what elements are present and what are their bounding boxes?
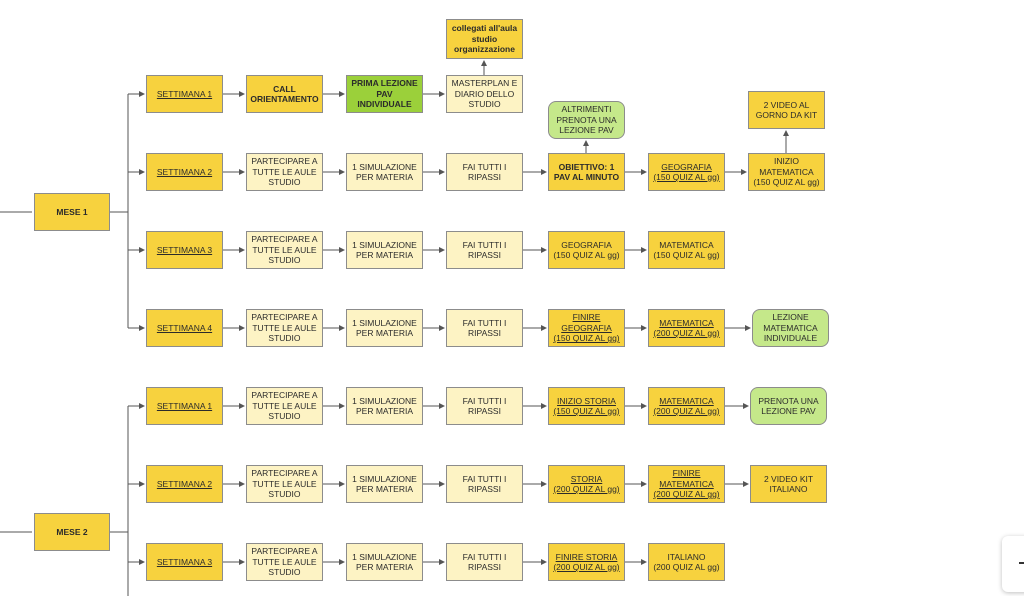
- m1-w3-simulazione[interactable]: 1 SIMULAZIONE PER MATERIA: [346, 231, 423, 269]
- m2-w2-storia[interactable]: STORIA (200 QUIZ AL gg): [548, 465, 625, 503]
- m2-w1-matematica[interactable]: MATEMATICA (200 QUIZ AL gg): [648, 387, 725, 425]
- m2-w1-prenota-lezione[interactable]: PRENOTA UNA LEZIONE PAV: [750, 387, 827, 425]
- m1-w1-masterplan[interactable]: MASTERPLAN E DIARIO DELLO STUDIO: [446, 75, 523, 113]
- m1-w2-inizio-matematica[interactable]: INIZIO MATEMATICA (150 QUIZ AL gg): [748, 153, 825, 191]
- m2-w1-ripassi[interactable]: FAI TUTTI I RIPASSI: [446, 387, 523, 425]
- m1-settimana-3[interactable]: SETTIMANA 3: [146, 231, 223, 269]
- m1-w4-matematica[interactable]: MATEMATICA (200 QUIZ AL gg): [648, 309, 725, 347]
- m2-w1-simulazione[interactable]: 1 SIMULAZIONE PER MATERIA: [346, 387, 423, 425]
- m2-w3-italiano[interactable]: ITALIANO (200 QUIZ AL gg): [648, 543, 725, 581]
- m1-w4-aule[interactable]: PARTECIPARE A TUTTE LE AULE STUDIO: [246, 309, 323, 347]
- m2-w2-video-italiano[interactable]: 2 VIDEO KIT ITALIANO: [750, 465, 827, 503]
- m2-w1-aule[interactable]: PARTECIPARE A TUTTE LE AULE STUDIO: [246, 387, 323, 425]
- m1-w2-video[interactable]: 2 VIDEO AL GORNO DA KIT: [748, 91, 825, 129]
- m1-settimana-1[interactable]: SETTIMANA 1: [146, 75, 223, 113]
- m2-w2-simulazione[interactable]: 1 SIMULAZIONE PER MATERIA: [346, 465, 423, 503]
- m1-w2-altrimenti[interactable]: ALTRIMENTI PRENOTA UNA LEZIONE PAV: [548, 101, 625, 139]
- m2-settimana-3[interactable]: SETTIMANA 3: [146, 543, 223, 581]
- minus-icon[interactable]: [1019, 562, 1024, 564]
- m1-w1-prima-lezione[interactable]: PRIMA LEZIONE PAV INDIVIDUALE: [346, 75, 423, 113]
- m1-w1-collegati[interactable]: collegati all'aula studio organizzazione: [446, 19, 523, 59]
- m1-w3-ripassi[interactable]: FAI TUTTI I RIPASSI: [446, 231, 523, 269]
- m2-w3-simulazione[interactable]: 1 SIMULAZIONE PER MATERIA: [346, 543, 423, 581]
- m1-settimana-2[interactable]: SETTIMANA 2: [146, 153, 223, 191]
- m1-w3-geografia[interactable]: GEOGRAFIA (150 QUIZ AL gg): [548, 231, 625, 269]
- m1-w2-geografia[interactable]: GEOGRAFIA (150 QUIZ AL gg): [648, 153, 725, 191]
- m2-w2-ripassi[interactable]: FAI TUTTI I RIPASSI: [446, 465, 523, 503]
- m1-w4-simulazione[interactable]: 1 SIMULAZIONE PER MATERIA: [346, 309, 423, 347]
- zoom-widget[interactable]: [1002, 536, 1024, 592]
- m2-settimana-1[interactable]: SETTIMANA 1: [146, 387, 223, 425]
- m2-w3-aule[interactable]: PARTECIPARE A TUTTE LE AULE STUDIO: [246, 543, 323, 581]
- m1-w2-obiettivo[interactable]: OBIETTIVO: 1 PAV AL MINUTO: [548, 153, 625, 191]
- m1-w2-ripassi[interactable]: FAI TUTTI I RIPASSI: [446, 153, 523, 191]
- m1-w2-simulazione[interactable]: 1 SIMULAZIONE PER MATERIA: [346, 153, 423, 191]
- m1-w3-matematica[interactable]: MATEMATICA (150 QUIZ AL gg): [648, 231, 725, 269]
- mese-1-node[interactable]: MESE 1: [34, 193, 110, 231]
- m2-w2-aule[interactable]: PARTECIPARE A TUTTE LE AULE STUDIO: [246, 465, 323, 503]
- m2-w3-finire-storia[interactable]: FINIRE STORIA (200 QUIZ AL gg): [548, 543, 625, 581]
- m1-w2-aule[interactable]: PARTECIPARE A TUTTE LE AULE STUDIO: [246, 153, 323, 191]
- m1-settimana-4[interactable]: SETTIMANA 4: [146, 309, 223, 347]
- m2-w1-inizio-storia[interactable]: INIZIO STORIA (150 QUIZ AL gg): [548, 387, 625, 425]
- m1-w4-lezione-matematica[interactable]: LEZIONE MATEMATICA INDIVIDUALE: [752, 309, 829, 347]
- mese-2-node[interactable]: MESE 2: [34, 513, 110, 551]
- m1-w1-call-orientamento[interactable]: CALL ORIENTAMENTO: [246, 75, 323, 113]
- m1-w4-ripassi[interactable]: FAI TUTTI I RIPASSI: [446, 309, 523, 347]
- m1-w4-finire-geografia[interactable]: FINIRE GEOGRAFIA (150 QUIZ AL gg): [548, 309, 625, 347]
- m1-w3-aule[interactable]: PARTECIPARE A TUTTE LE AULE STUDIO: [246, 231, 323, 269]
- m2-w3-ripassi[interactable]: FAI TUTTI I RIPASSI: [446, 543, 523, 581]
- m2-settimana-2[interactable]: SETTIMANA 2: [146, 465, 223, 503]
- m2-w2-finire-matematica[interactable]: FINIRE MATEMATICA (200 QUIZ AL gg): [648, 465, 725, 503]
